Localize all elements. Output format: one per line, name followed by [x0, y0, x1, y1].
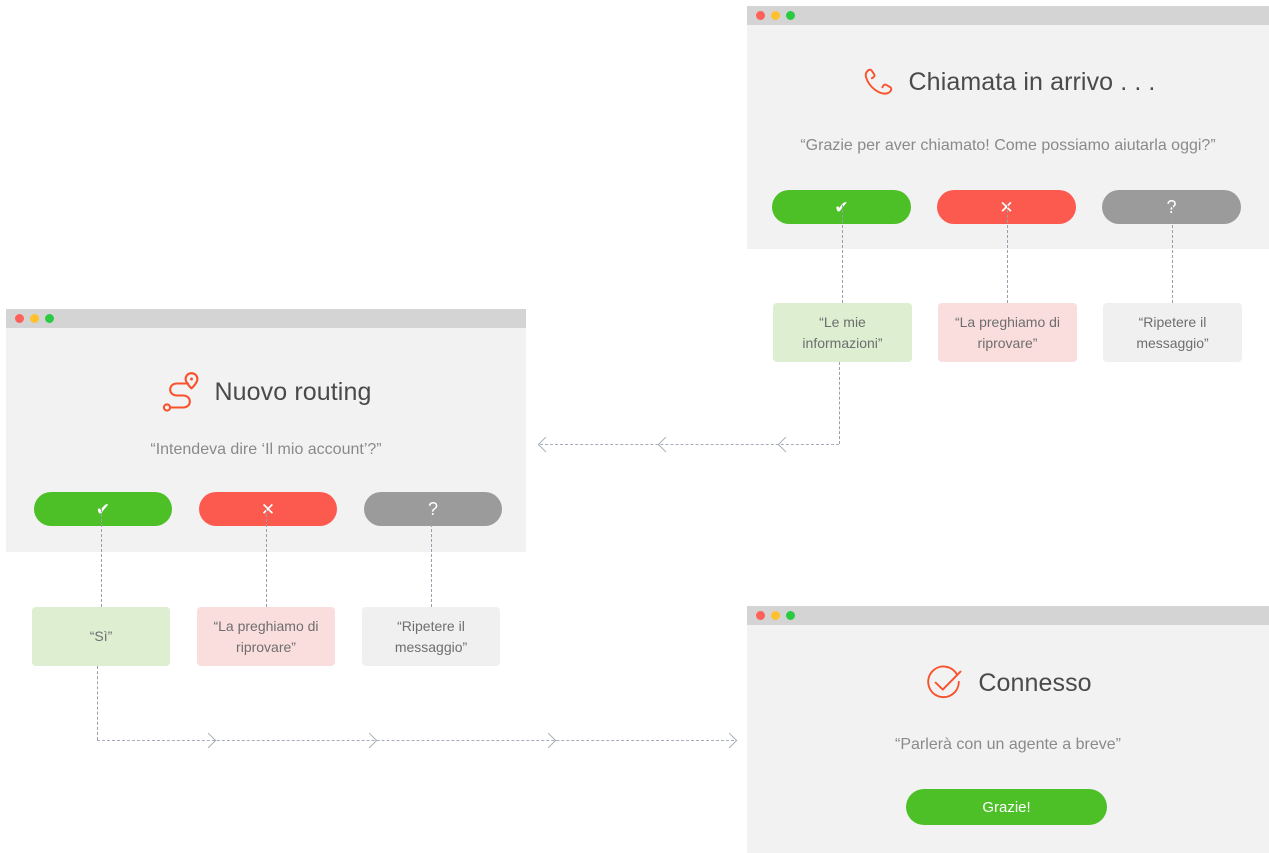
connector-call-unknown: [1172, 205, 1173, 303]
zoom-dot[interactable]: [45, 314, 54, 323]
question-icon: ?: [1166, 197, 1177, 217]
window-title: Nuovo routing: [214, 377, 372, 406]
connector-routing-no: [266, 509, 267, 607]
connector-call-no: [1007, 205, 1008, 303]
check-icon: ✔: [834, 197, 849, 217]
route-icon: [161, 370, 201, 414]
connector-routing-to-connected-stem: [97, 666, 98, 740]
outcome-yes: “Sì”: [32, 607, 170, 666]
outcome-try-again: “La preghiamo di riprovare”: [938, 303, 1077, 362]
connector-routing-unknown: [431, 509, 432, 607]
close-dot[interactable]: [15, 314, 24, 323]
window-header: Chiamata in arrivo . . .: [747, 65, 1269, 99]
connected-prompt-text: “Parlerà con un agente a breve”: [895, 736, 1121, 753]
window-incoming-call: Chiamata in arrivo . . . “Grazie per ave…: [747, 6, 1269, 249]
connector-call-to-routing-stem: [839, 362, 840, 444]
flow-arrow-left-2: [657, 436, 674, 453]
window-header: Connesso: [747, 663, 1269, 703]
outcome-try-again: “La preghiamo di riprovare”: [197, 607, 335, 666]
window-title: Connesso: [978, 668, 1092, 697]
cross-icon: ✕: [260, 499, 276, 519]
minimize-dot[interactable]: [771, 11, 780, 20]
window-header: Nuovo routing: [6, 370, 526, 414]
cross-icon: ✕: [999, 197, 1014, 217]
flow-arrow-right-1: [200, 732, 217, 749]
close-dot[interactable]: [756, 611, 765, 620]
routing-no-button[interactable]: ✕: [199, 492, 337, 526]
check-icon: ✔: [95, 499, 111, 519]
flow-arrow-left-3: [777, 436, 794, 453]
close-dot[interactable]: [756, 11, 765, 20]
minimize-dot[interactable]: [30, 314, 39, 323]
connector-call-yes: [842, 205, 843, 303]
check-circle-icon: [924, 663, 964, 703]
routing-yes-button[interactable]: ✔: [34, 492, 172, 526]
window-new-routing: Nuovo routing “Intendeva dire ‘Il mio ac…: [6, 309, 526, 552]
flow-arrow-right-2: [361, 732, 378, 749]
question-icon: ?: [427, 499, 438, 519]
connector-routing-yes: [101, 509, 102, 607]
titlebar[interactable]: [747, 6, 1269, 25]
routing-prompt-text: “Intendeva dire ‘Il mio account’?”: [150, 441, 382, 458]
call-unknown-button[interactable]: ?: [1102, 190, 1241, 224]
outcome-my-info: “Le mie informazioni”: [773, 303, 912, 362]
phone-icon: [861, 65, 895, 99]
flow-line-routing-to-connected: [97, 740, 734, 741]
titlebar[interactable]: [6, 309, 526, 328]
call-no-button[interactable]: ✕: [937, 190, 1076, 224]
call-prompt-text: “Grazie per aver chiamato! Come possiamo…: [800, 137, 1216, 154]
window-connected: Connesso “Parlerà con un agente a breve”…: [747, 606, 1269, 853]
zoom-dot[interactable]: [786, 11, 795, 20]
flow-arrow-right-3: [540, 732, 557, 749]
call-yes-button[interactable]: ✔: [772, 190, 911, 224]
outcome-repeat-message: “Ripetere il messaggio”: [1103, 303, 1242, 362]
flow-arrow-right-4: [721, 732, 738, 749]
outcome-repeat-message: “Ripetere il messaggio”: [362, 607, 500, 666]
flow-arrow-left-1: [537, 436, 554, 453]
routing-unknown-button[interactable]: ?: [364, 492, 502, 526]
thanks-button[interactable]: Grazie!: [906, 789, 1107, 825]
titlebar[interactable]: [747, 606, 1269, 625]
minimize-dot[interactable]: [771, 611, 780, 620]
zoom-dot[interactable]: [786, 611, 795, 620]
window-title: Chiamata in arrivo . . .: [908, 67, 1156, 96]
flow-line-call-to-routing: [540, 444, 839, 445]
